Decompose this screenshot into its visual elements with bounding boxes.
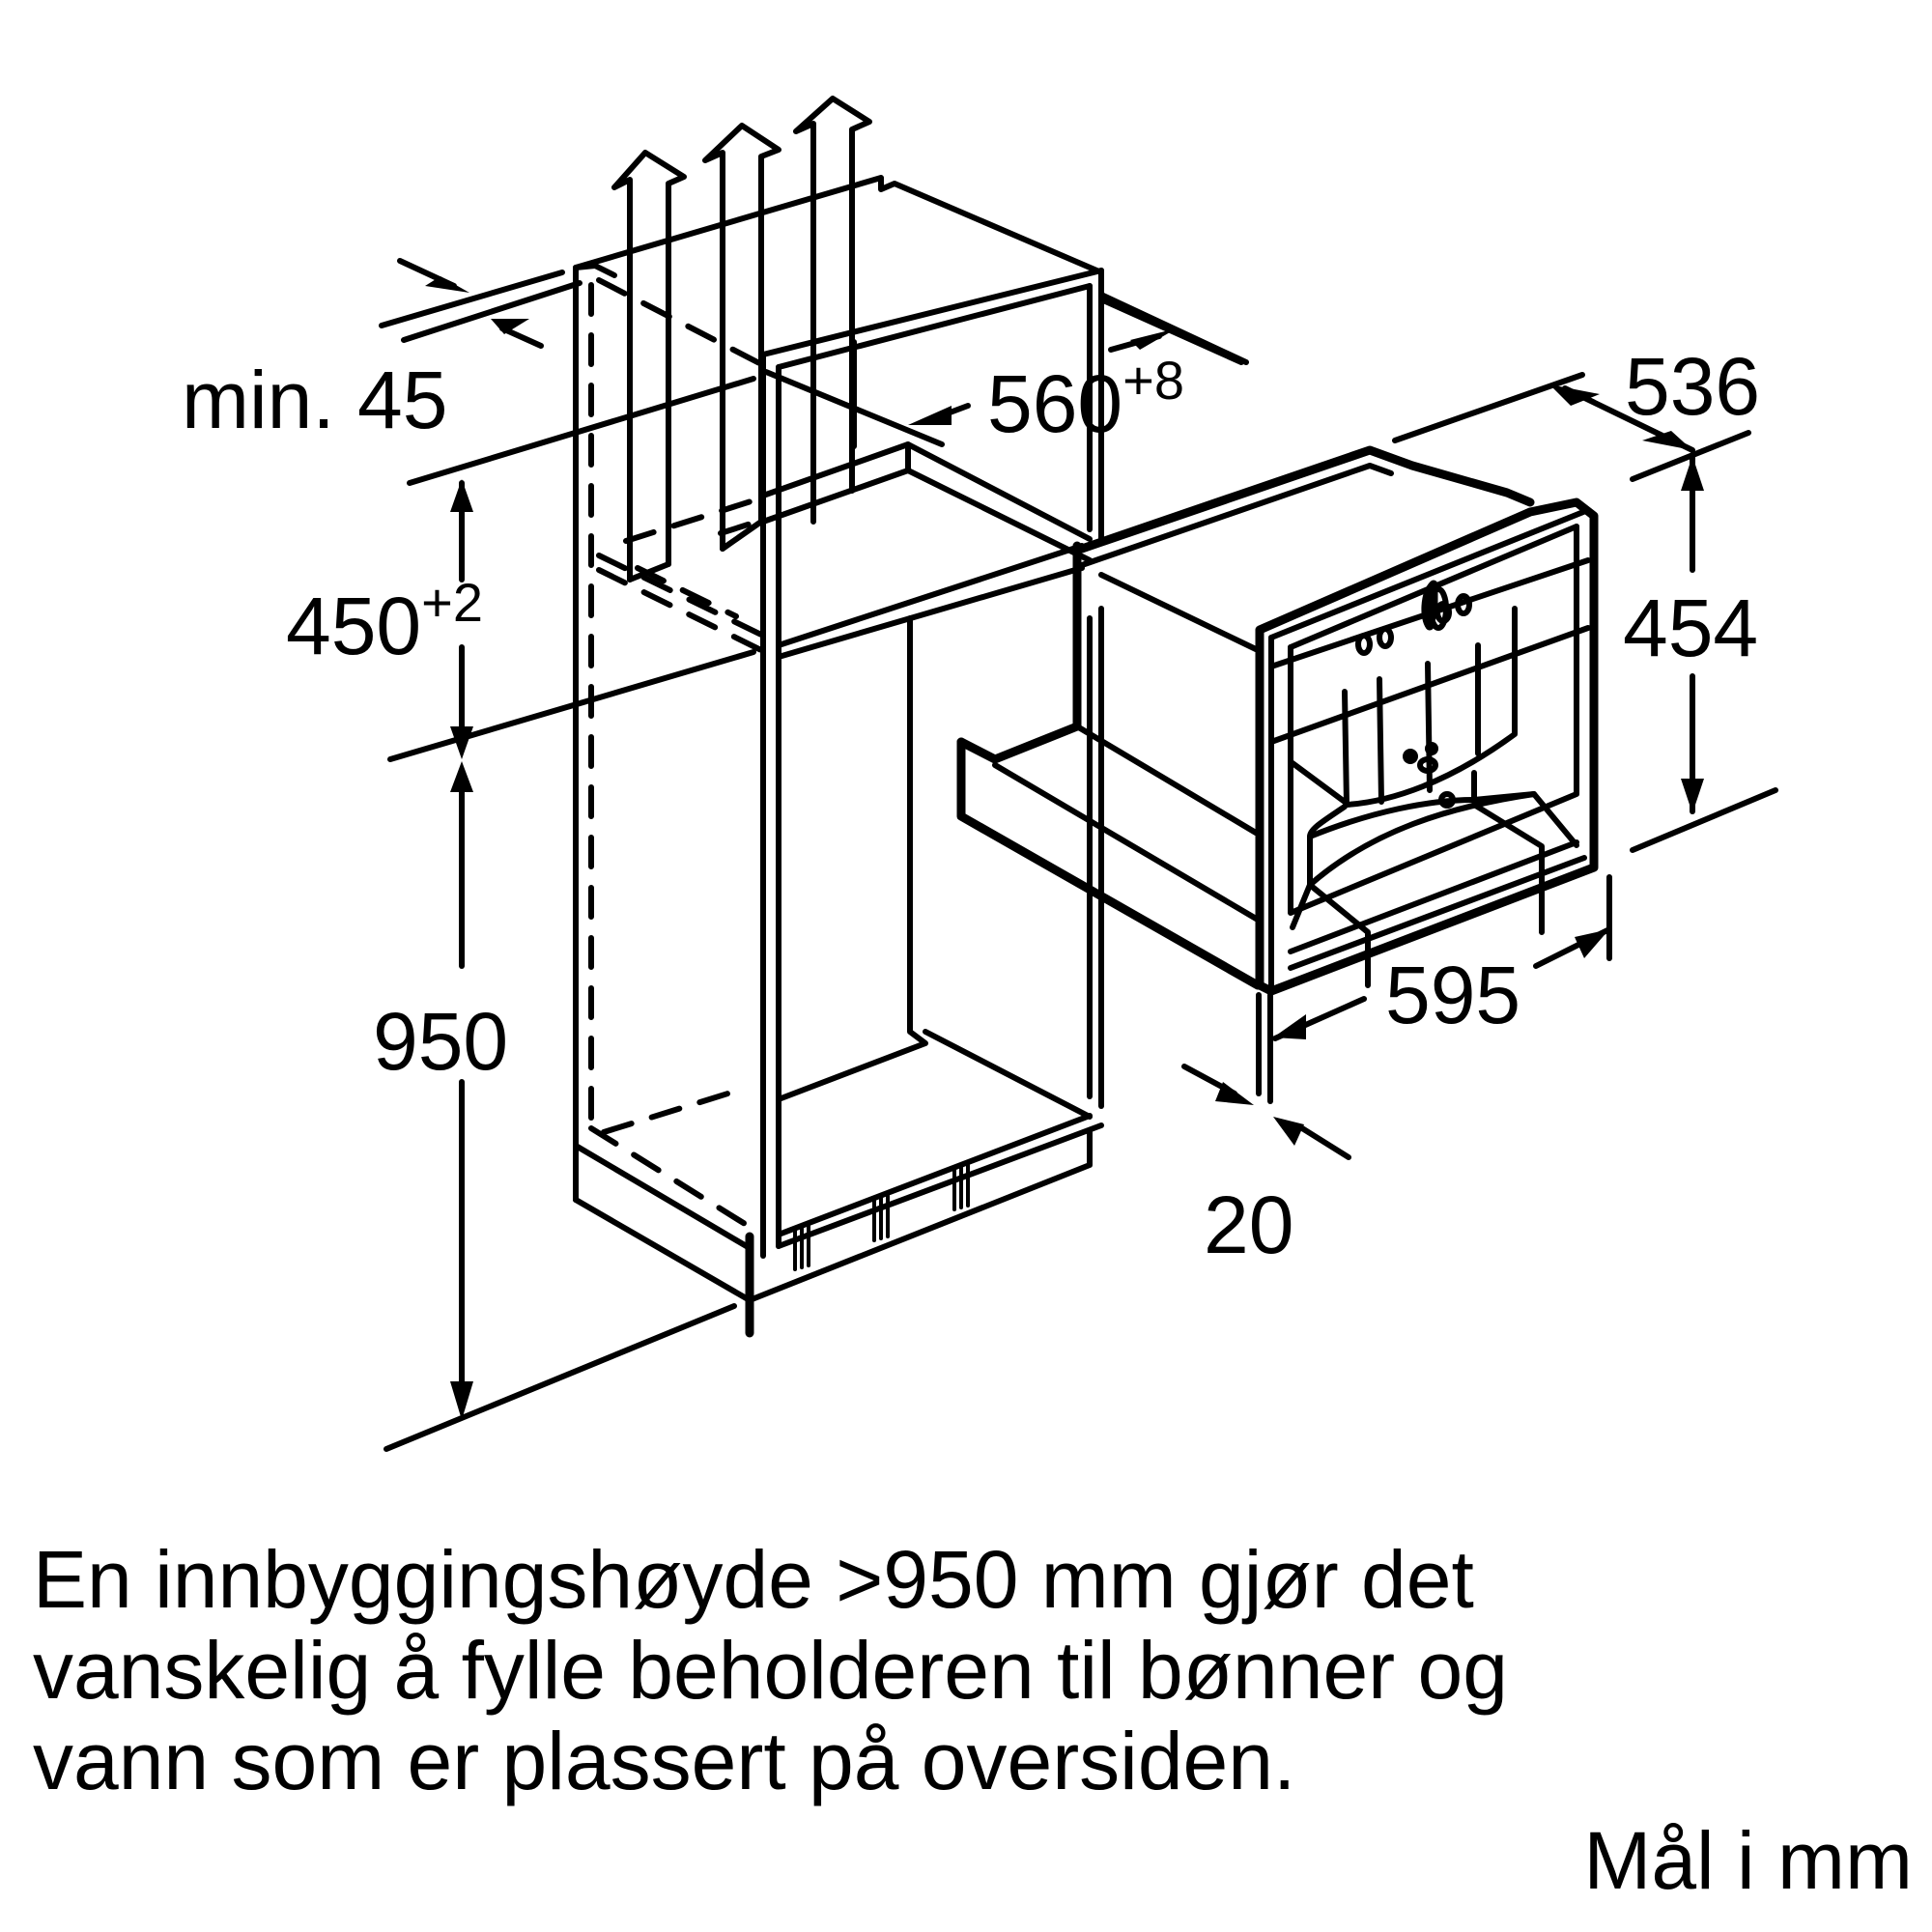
dimension-560 [908, 292, 1249, 425]
label-450-tolerance: +2 [421, 572, 484, 633]
coffee-machine [956, 445, 1599, 996]
label-950: 950 [373, 996, 509, 1087]
label-min-value: 45 [357, 355, 448, 445]
units-label: Mål i mm [1583, 1815, 1913, 1906]
dimension-595 [1272, 874, 1612, 1041]
dimension-min-45 [379, 258, 582, 349]
dimension-454 [1630, 453, 1778, 853]
installation-diagram [379, 96, 1778, 1452]
tall-cabinet [573, 175, 1244, 1338]
installation-note: En innbyggingshøyde >950 mm gjør det van… [33, 1534, 1508, 1806]
label-min-prefix: min. [182, 355, 335, 445]
label-450-value: 450 [286, 581, 422, 671]
label-min-45: min. 45 [182, 359, 447, 440]
label-450: 450+2 [286, 576, 483, 668]
label-536: 536 [1625, 341, 1761, 432]
ventilation-arrows-icon [611, 96, 872, 582]
label-560-tolerance: +8 [1122, 350, 1185, 411]
label-454: 454 [1623, 582, 1759, 673]
label-560-value: 560 [987, 358, 1123, 449]
note-line-2: vanskelig å fylle beholderen til bønner … [33, 1625, 1508, 1716]
note-line-1: En innbyggingshøyde >950 mm gjør det [33, 1534, 1474, 1625]
dimension-20 [1181, 992, 1351, 1160]
label-20: 20 [1204, 1179, 1294, 1270]
dimension-536 [1392, 372, 1751, 482]
label-560: 560+8 [987, 354, 1184, 445]
label-595: 595 [1385, 950, 1521, 1040]
note-line-3: vann som er plassert på oversiden. [33, 1716, 1296, 1806]
dimension-vertical-450-950 [384, 376, 756, 1452]
